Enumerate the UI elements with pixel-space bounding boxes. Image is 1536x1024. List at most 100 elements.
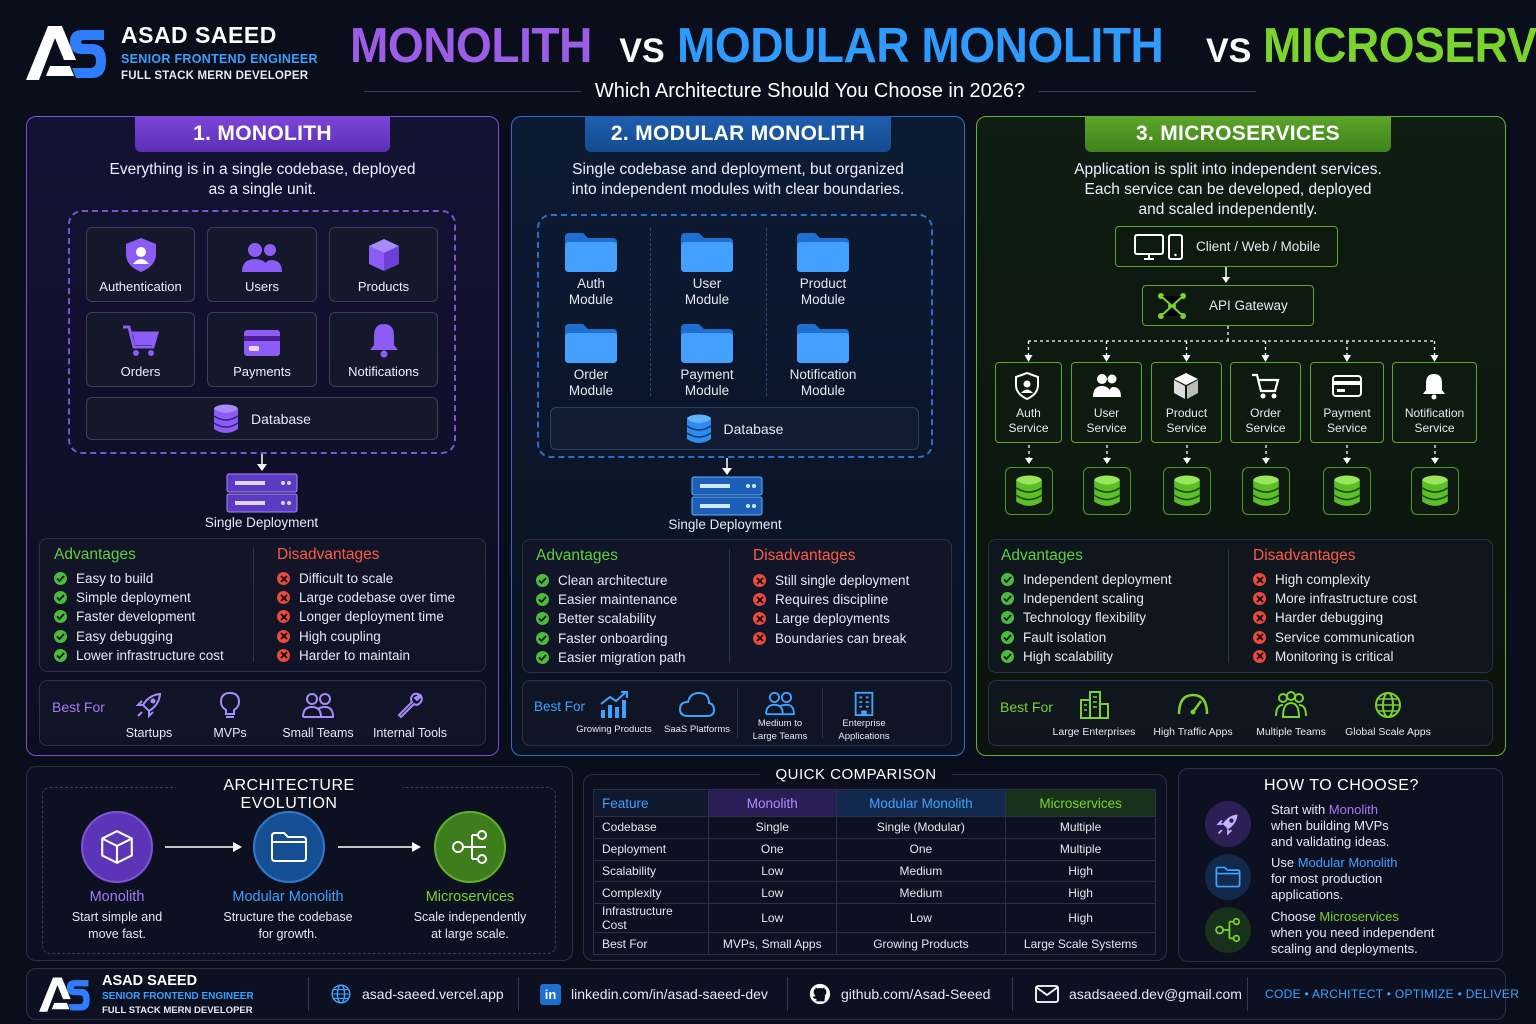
footer-github-link[interactable]: github.com/Asad-Seeed <box>809 977 990 1011</box>
footer-linkedin-link[interactable]: in linkedin.com/in/asad-saeed-dev <box>540 977 768 1011</box>
monolith-tab: 1. MONOLITH <box>135 116 390 152</box>
brand-role: SENIOR FRONTEND ENGINEER <box>121 52 318 66</box>
title-vs-1: VS <box>619 32 665 70</box>
wrench-icon <box>397 692 423 719</box>
folder-icon <box>681 324 733 363</box>
team-icon <box>1275 691 1307 718</box>
x-icon <box>1253 630 1266 644</box>
database-icon <box>686 414 711 443</box>
list-item: Harder debugging <box>1253 608 1417 627</box>
list-item: Requires discipline <box>753 590 909 609</box>
list-item: Fault isolation <box>1001 628 1172 647</box>
micro-disadvantages-heading: Disadvantages <box>1253 547 1356 564</box>
city-icon <box>1080 691 1109 719</box>
list-item: Large deployments <box>753 609 909 628</box>
database-icon <box>1093 475 1120 506</box>
row-value: Single (Modular) <box>835 816 1007 839</box>
list-item: Harder to maintain <box>277 646 455 665</box>
row-value: One <box>707 837 837 861</box>
footer-email-link[interactable]: asadsaeed.dev@gmail.com <box>1035 977 1242 1011</box>
micro-pros-cons-box <box>988 539 1493 673</box>
footer <box>26 968 1506 1020</box>
server-icon <box>226 473 298 513</box>
folder-icon <box>565 233 617 272</box>
server-icon <box>691 476 763 516</box>
lightbulb-icon <box>219 691 241 718</box>
check-icon <box>54 591 67 605</box>
check-icon <box>536 631 549 645</box>
x-icon <box>277 629 290 643</box>
check-icon <box>54 629 67 643</box>
check-icon <box>536 650 549 664</box>
growth-chart-icon <box>600 691 628 718</box>
service-database-6 <box>1410 467 1459 515</box>
footer-website-link[interactable]: asad-saeed.vercel.app <box>330 977 504 1011</box>
monolith-disadvantages-list: Difficult to scale Large codebase over t… <box>277 569 455 665</box>
arrow-down-icon <box>722 458 732 475</box>
modular-pros-cons-box <box>522 539 952 673</box>
row-value: Low <box>835 903 1007 934</box>
comparison-title: QUICK COMPARISON <box>760 766 952 783</box>
check-icon <box>536 574 549 588</box>
micro-disadvantages-list: High complexity More infrastructure cost… <box>1253 570 1417 666</box>
monolith-advantages-heading: Advantages <box>54 546 136 563</box>
list-item: High coupling <box>277 627 455 646</box>
row-feature: Deployment <box>593 837 709 861</box>
database-icon <box>1252 475 1279 506</box>
list-item: Technology flexibility <box>1001 608 1172 627</box>
evolution-step-3-name: Microservices <box>425 889 515 905</box>
table-header-row: Feature Monolith Modular Monolith Micros… <box>593 789 1156 817</box>
list-item: Boundaries can break <box>753 629 909 648</box>
header-modular: Modular Monolith <box>835 789 1007 817</box>
row-value: Large Scale Systems <box>1005 932 1156 955</box>
cart-icon <box>122 325 159 356</box>
x-icon <box>1253 592 1266 606</box>
modular-deployment-label: Single Deployment <box>668 517 782 532</box>
building-icon <box>854 691 874 716</box>
choose-item-micro: Choose Microservices when you need indep… <box>1271 909 1435 956</box>
header-monolith: Monolith <box>707 789 837 817</box>
micro-description: Application is split into independent se… <box>1074 161 1382 218</box>
service-database-2 <box>1082 467 1131 515</box>
modular-best-for-saas-platforms: SaaS Platforms <box>660 690 734 735</box>
x-icon <box>1253 649 1266 663</box>
footer-name: ASAD SAEED <box>102 973 198 989</box>
row-feature: Complexity <box>593 881 709 905</box>
service-database-1 <box>1004 467 1053 515</box>
x-icon <box>1253 573 1266 587</box>
service-auth-icon <box>1014 372 1039 400</box>
footer-logo-icon <box>39 977 90 1012</box>
modular-advantages-list: Clean architecture Easier maintenance Be… <box>536 571 686 667</box>
modular-disadvantages-heading: Disadvantages <box>753 547 856 564</box>
cloud-icon <box>678 691 716 717</box>
modular-description: Single codebase and deployment, but orga… <box>571 161 905 198</box>
row-value: Low <box>707 859 837 883</box>
monolith-best-for-startups: Startups <box>116 690 182 740</box>
globe-icon <box>1375 692 1401 718</box>
micro-best-for-heading: Best For <box>1000 699 1053 715</box>
database-icon <box>1421 475 1448 506</box>
x-icon <box>1253 611 1266 625</box>
check-icon <box>1001 592 1014 606</box>
row-value: Growing Products <box>835 932 1007 955</box>
folder-icon <box>565 324 617 363</box>
micro-best-for-large-enterprises: Large Enterprises <box>1046 690 1142 738</box>
github-icon <box>809 983 831 1005</box>
row-value: Multiple <box>1005 816 1156 839</box>
service-database-3 <box>1162 467 1211 515</box>
choose-title: HOW TO CHOOSE? <box>1264 777 1419 794</box>
monolith-best-for-mvps: MVPs <box>200 690 260 740</box>
micro-best-for-high-traffic: High Traffic Apps <box>1148 690 1238 738</box>
share-nodes-icon <box>452 830 487 864</box>
x-icon <box>753 574 766 588</box>
box-icon <box>368 239 399 271</box>
micro-best-for-multiple-teams: Multiple Teams <box>1248 690 1334 738</box>
monolith-description: Everything is in a single codebase, depl… <box>109 161 416 198</box>
row-value: Single <box>707 816 837 839</box>
